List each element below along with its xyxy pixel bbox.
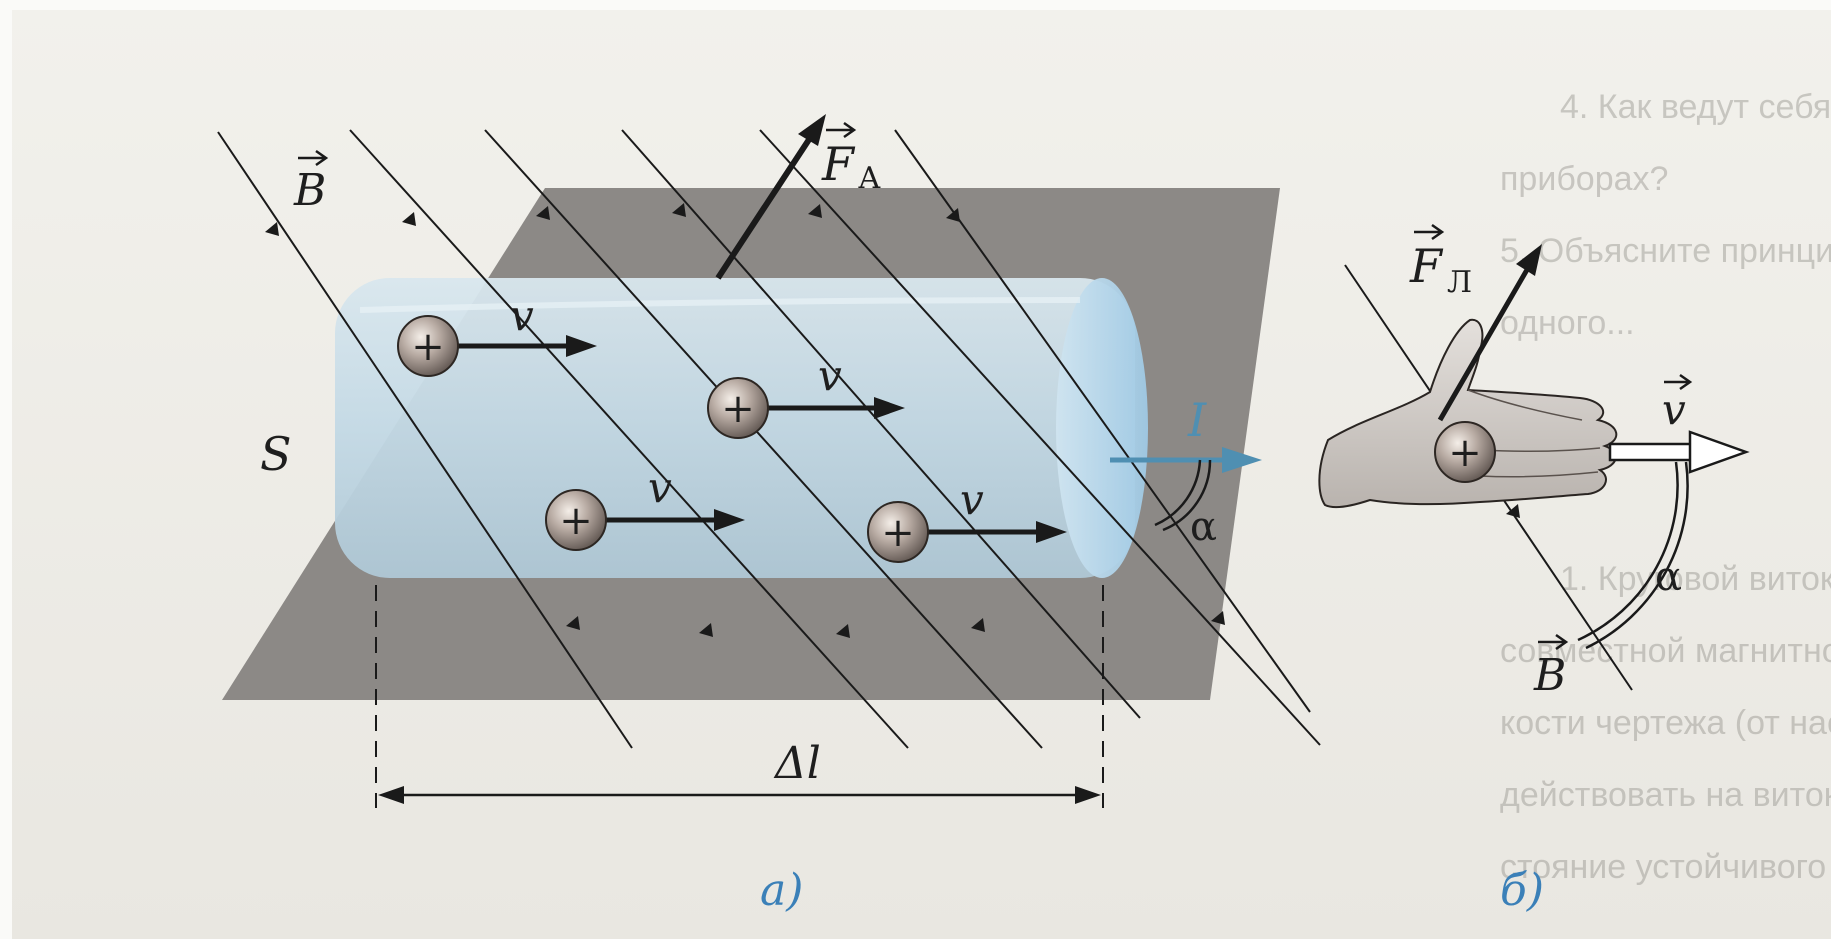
background-text-line: 4. Как ведут себя магнитные рамки с токо… [1560,88,1831,126]
ampere-force-arrow [715,114,826,280]
positive-charge: + [707,377,769,439]
magnetic-field-lines [217,129,1633,749]
alpha-label: α [1655,554,1682,600]
field-arrowhead [402,212,416,226]
field-arrowhead [971,618,985,632]
vector-arrow-icon [1538,633,1569,651]
field-arrowhead [836,624,850,638]
current-arrow [1110,447,1262,473]
positive-charge: + [397,315,459,377]
charge-sign: + [411,324,445,370]
scan-border-left [0,0,12,939]
background-text-line: 5. Объясните принцип действия магнита по… [1500,232,1831,270]
charge-sign: + [1448,430,1482,476]
lorentz-force-subscript: Л [1447,265,1472,300]
length-label: Δl [773,738,821,789]
velocity-arrowhead [874,397,905,419]
velocity-arrows [458,343,1040,535]
b-label-b: B [1533,633,1569,701]
area-label: S [260,427,292,481]
field-line [349,129,909,749]
velocity-label: v [818,351,842,400]
background-text-line: приборах? [1500,160,1668,198]
angle-arc [1585,461,1689,650]
ampere-force-label: F [821,137,856,191]
fl-label: F Л [1409,223,1472,300]
field-arrowheads [265,203,1520,638]
positive-charge: + [545,489,607,551]
field-arrowhead [536,206,550,220]
charge-sign: + [881,510,915,556]
lorentz-force-arrow [1437,244,1542,422]
angle-arc [1154,459,1202,527]
vector-arrow-icon [826,121,857,139]
velocity-label: v [960,475,984,524]
field-arrowhead [946,208,960,222]
charge-sign: + [559,498,593,544]
b-vector-label: B [293,165,326,216]
velocity-arrowheads [566,335,1067,543]
charge-sign: + [721,386,755,432]
b-vector-label: B [1533,650,1566,701]
field-line [217,131,633,749]
length-dimension [375,585,1104,808]
velocity-arrowhead [714,509,745,531]
velocity-label: v [648,463,672,512]
field-line [894,129,1311,713]
background-text-line: 1. Круговой виток с током... под действи… [1560,560,1831,598]
ampere-force-subscript: А [858,161,881,196]
velocity-arrowhead [566,335,597,357]
fa-label: F А [821,121,881,196]
background-text-line: совместной магнитной стрелки... виток...… [1500,632,1831,670]
field-arrowhead [672,203,686,217]
vector-arrow-icon [298,149,329,167]
b-label-a: B [293,149,329,216]
velocity-label: v [510,291,534,340]
caption-part-a: а) [760,865,803,916]
current-label: I [1187,393,1207,447]
angle-arc [1577,461,1679,642]
field-line [621,129,1141,719]
v-label-b: v [1662,373,1693,434]
scan-border-top [0,0,1831,10]
background-text-group: 4. Как ведут себя магнитные рамки с токо… [1500,88,1831,886]
field-line [484,129,1043,749]
field-arrowhead [265,222,279,236]
field-line [759,129,1321,746]
velocity-label: v [1662,385,1686,434]
charges: + + + + [397,315,929,563]
lorentz-force-label: F [1409,239,1444,293]
positive-charge: + [867,501,929,563]
background-text-line: стояние устойчивого равновесия? [1500,848,1831,886]
angle-arc [1162,459,1212,532]
field-arrowhead [1506,504,1520,518]
field-arrowhead [566,616,580,630]
field-arrowhead [808,204,822,218]
alpha-label: α [1190,504,1217,550]
vector-arrow-icon [1414,223,1445,241]
vector-arrow-icon [1664,373,1693,391]
caption-part-b: б) [1500,865,1544,916]
velocity-arrowhead [1036,521,1067,543]
background-text-line: действовать на виток вращающий момент? В… [1500,776,1831,814]
positive-charge: + [1434,421,1496,483]
field-arrowhead [1211,611,1225,625]
background-text-line: кости чертежа (от нас). Сместите направл… [1500,704,1831,742]
field-arrowhead [699,623,713,637]
background-text-line: одного... [1500,304,1635,342]
velocity-hollow-arrow [1608,430,1750,474]
